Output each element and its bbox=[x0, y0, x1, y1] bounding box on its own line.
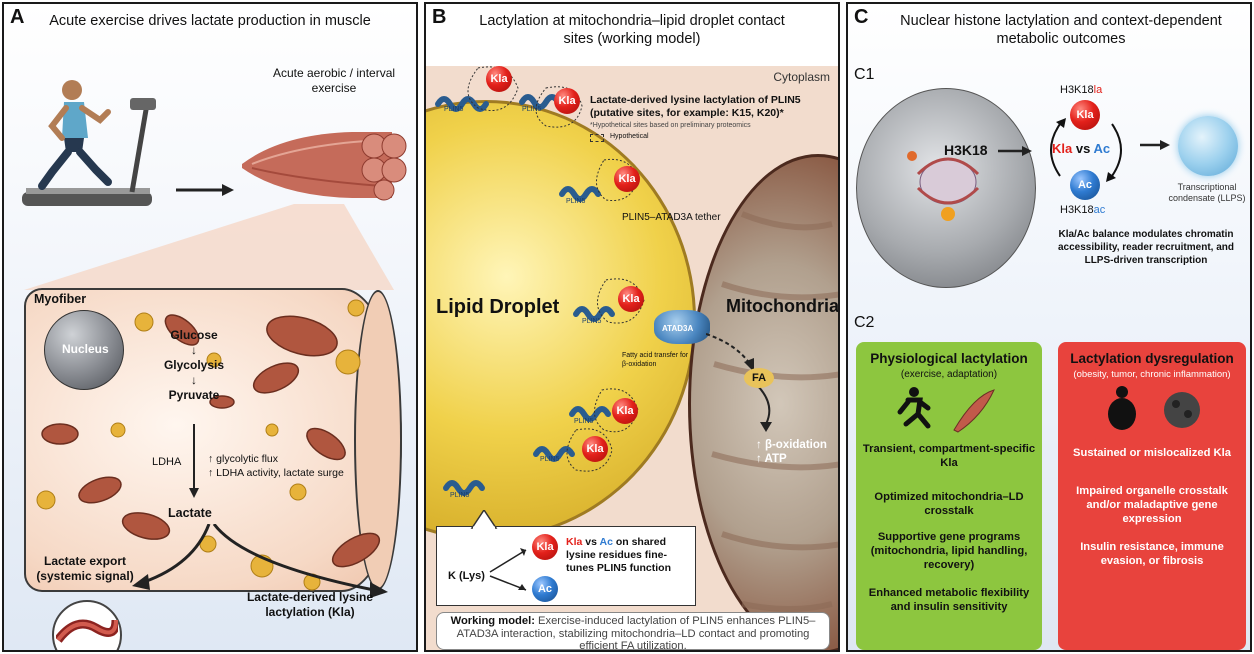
exercise-arrow-icon bbox=[176, 182, 236, 198]
k-lys-label: K (Lys) bbox=[448, 570, 485, 582]
callout-kla-badge: Kla bbox=[532, 534, 558, 560]
atp-label: ↑ ATP bbox=[756, 452, 827, 466]
hypothetical-legend-label: Hypothetical bbox=[610, 133, 649, 140]
dys-item-1: Sustained or mislocalized Kla bbox=[1062, 446, 1242, 460]
kla-badge-1: Kla bbox=[486, 66, 512, 92]
balance-text: Kla/Ac balance modulates chromatin acces… bbox=[1046, 228, 1246, 267]
physio-item-4: Enhanced metabolic flexibility and insul… bbox=[860, 586, 1038, 614]
plin5-label-5: PLIN5 bbox=[574, 418, 593, 425]
lactate-export-label: Lactate export (systemic signal) bbox=[30, 554, 140, 584]
physiological-box: Physiological lactylation (exercise, ada… bbox=[856, 342, 1042, 650]
panel-a: A Acute exercise drives lactate producti… bbox=[2, 2, 418, 652]
tether-label: PLIN5–ATAD3A tether bbox=[622, 212, 721, 223]
c1-kla-vs-ac: Kla vs Ac bbox=[1052, 141, 1110, 156]
h3k18-arrow-icon bbox=[998, 144, 1034, 158]
k-lys-arrows bbox=[486, 538, 536, 598]
c1-ac-word: Ac bbox=[1093, 141, 1110, 156]
h3k18la-suffix: la bbox=[1094, 84, 1103, 96]
beta-oxidation-label: ↑ β-oxidation bbox=[756, 438, 827, 452]
hypothetical-legend-box bbox=[590, 134, 604, 142]
ldha-effect-activity: ↑ LDHA activity, lactate surge bbox=[208, 466, 344, 480]
lactylation-label: Lactate-derived lysine lactylation (Kla) bbox=[240, 590, 380, 620]
fa-transfer-label: Fatty acid transfer for β-oxidation bbox=[622, 352, 692, 369]
plin5-label-7: PLIN5 bbox=[450, 492, 469, 499]
callout-ac-badge: Ac bbox=[532, 576, 558, 602]
kla-badge-2: Kla bbox=[554, 88, 580, 114]
plin5-label-4: PLIN5 bbox=[582, 318, 601, 325]
plin5-label-2: PLIN5 bbox=[522, 106, 541, 113]
pathway-arrow-2: ↓ bbox=[154, 373, 234, 388]
physio-item-1: Transient, compartment-specific Kla bbox=[860, 442, 1038, 470]
dys-title: Lactylation dysregulation bbox=[1062, 352, 1242, 366]
panel-b-letter: B bbox=[432, 6, 446, 29]
pathway-arrow-1: ↓ bbox=[154, 343, 234, 358]
plin5-label-6: PLIN5 bbox=[540, 456, 559, 463]
fa-blob: FA bbox=[744, 368, 774, 388]
panel-c-letter: C bbox=[854, 6, 868, 29]
ldha-label: LDHA bbox=[152, 456, 181, 468]
runner-muscle-icon bbox=[894, 386, 1004, 436]
h3k18ac-prefix: H3K18 bbox=[1060, 204, 1094, 216]
ldha-effects: ↑ glycolytic flux ↑ LDHA activity, lacta… bbox=[208, 452, 344, 480]
dys-item-2: Impaired organelle crosstalk and/or mala… bbox=[1062, 484, 1242, 526]
muscle-bundle-icon bbox=[242, 116, 412, 206]
condensate-blob bbox=[1178, 116, 1238, 176]
physio-title: Physiological lactylation bbox=[860, 352, 1038, 366]
kla-note-title: Lactate-derived lysine lactylation of PL… bbox=[590, 94, 810, 120]
working-model-box: Working model: Exercise-induced lactylat… bbox=[436, 612, 830, 650]
c1-kla-word: Kla bbox=[1052, 141, 1072, 156]
c1-vs: vs bbox=[1076, 141, 1090, 156]
physio-item-2: Optimized mitochondria–LD crosstalk bbox=[860, 490, 1038, 518]
c2-label: C2 bbox=[854, 314, 874, 332]
h3k18la-label: H3K18la bbox=[1060, 84, 1102, 96]
obesity-tumor-icon bbox=[1102, 386, 1212, 436]
pathway-glycolysis: Glycolysis bbox=[154, 358, 234, 373]
callout-description: on shared lysine residues fine-tunes PLI… bbox=[566, 536, 671, 574]
kla-badge-4: Kla bbox=[618, 286, 644, 312]
kla-badge-3: Kla bbox=[614, 166, 640, 192]
treadmill-runner-icon bbox=[12, 64, 162, 224]
panel-a-title: Acute exercise drives lactate production… bbox=[44, 12, 376, 30]
callout-vs: vs bbox=[585, 536, 597, 548]
callout-pointer bbox=[466, 510, 506, 530]
dysregulation-box: Lactylation dysregulation (obesity, tumo… bbox=[1058, 342, 1246, 650]
h3k18ac-label: H3K18ac bbox=[1060, 204, 1105, 216]
blood-vessel-icon bbox=[56, 610, 118, 650]
atad3a-label: ATAD3A bbox=[662, 324, 693, 333]
physio-item-3: Supportive gene programs (mitochondria, … bbox=[860, 530, 1038, 572]
panel-b-title: Lactylation at mitochondria–lipid drople… bbox=[466, 12, 798, 48]
dys-item-3: Insulin resistance, immune evasion, or f… bbox=[1062, 540, 1242, 568]
dys-subtitle: (obesity, tumor, chronic inflammation) bbox=[1062, 368, 1242, 382]
condensate-label: Transcriptional condensate (LLPS) bbox=[1162, 182, 1252, 204]
h3k18ac-suffix: ac bbox=[1094, 204, 1106, 216]
pathway-glucose: Glucose bbox=[154, 328, 234, 343]
callout-ac-word: Ac bbox=[599, 536, 612, 548]
ldha-arrow-icon bbox=[188, 424, 200, 500]
plin5-label-1: PLIN5 bbox=[444, 106, 463, 113]
mito-outcomes: ↑ β-oxidation ↑ ATP bbox=[756, 438, 827, 466]
physio-subtitle: (exercise, adaptation) bbox=[860, 368, 1038, 382]
callout-text: Kla vs Ac on shared lysine residues fine… bbox=[566, 536, 694, 575]
lactate-label: Lactate bbox=[168, 506, 212, 520]
condensate-arrow-icon bbox=[1140, 138, 1172, 152]
zoom-cone bbox=[4, 204, 418, 294]
c1-label: C1 bbox=[854, 66, 874, 84]
h3k18-label: H3K18 bbox=[944, 142, 988, 158]
panel-c-title: Nuclear histone lactylation and context-… bbox=[878, 12, 1244, 48]
working-model-title: Working model: bbox=[451, 615, 535, 627]
fa-label: FA bbox=[752, 372, 766, 384]
callout-kla-word: Kla bbox=[566, 536, 582, 548]
pathway-pyruvate: Pyruvate bbox=[154, 388, 234, 403]
panel-a-letter: A bbox=[10, 6, 24, 29]
panel-b: B Lactylation at mitochondria–lipid drop… bbox=[424, 2, 840, 652]
plin5-label-3: PLIN5 bbox=[566, 198, 585, 205]
h3k18la-prefix: H3K18 bbox=[1060, 84, 1094, 96]
exercise-label: Acute aerobic / interval exercise bbox=[254, 66, 414, 96]
panel-c: C Nuclear histone lactylation and contex… bbox=[846, 2, 1252, 652]
kla-badge-5: Kla bbox=[612, 398, 638, 424]
kla-note-sub: *Hypothetical sites based on preliminary… bbox=[590, 122, 830, 129]
glycolysis-pathway: Glucose ↓ Glycolysis ↓ Pyruvate bbox=[154, 328, 234, 403]
ldha-effect-flux: ↑ glycolytic flux bbox=[208, 452, 344, 466]
kla-badge-6: Kla bbox=[582, 436, 608, 462]
